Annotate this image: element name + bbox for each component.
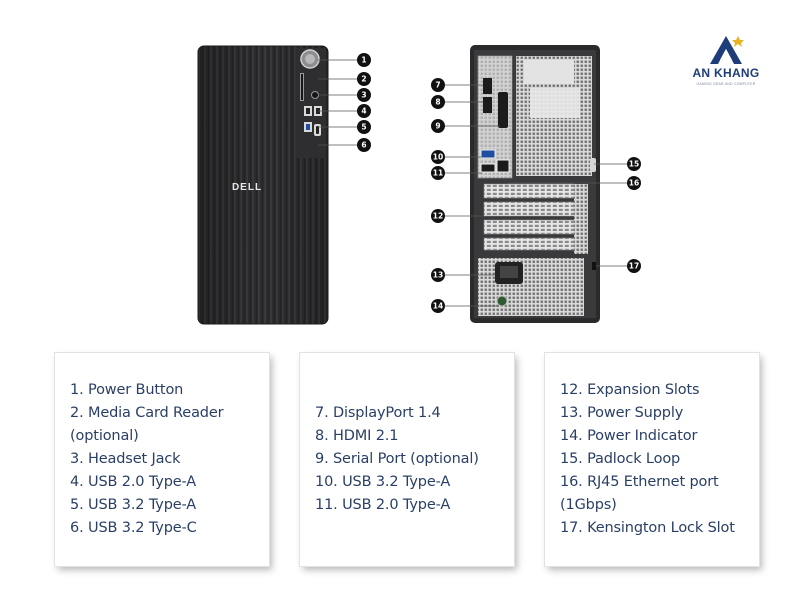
legend-card-rear-io: 7. DisplayPort 1.4 8. HDMI 2.1 9. Serial… — [300, 353, 514, 566]
headset-jack-icon — [311, 91, 319, 99]
logo-text: AN KHANG — [692, 66, 760, 80]
rj45-port-icon — [496, 159, 510, 173]
svg-text:11: 11 — [433, 169, 443, 178]
front-view: DELL — [197, 45, 329, 325]
legend-item: 12. Expansion Slots — [560, 382, 700, 398]
svg-text:6: 6 — [361, 141, 366, 150]
legend-item: 7. DisplayPort 1.4 — [315, 405, 441, 421]
legend-item: 15. Padlock Loop — [560, 451, 681, 467]
rear-usb-2 — [480, 163, 496, 173]
legend-item: 6. USB 3.2 Type-C — [70, 520, 197, 536]
legend-item: 2. Media Card Reader — [70, 405, 224, 421]
svg-text:5: 5 — [361, 123, 366, 132]
an-khang-logo: AN KHANG GAMING GEAR AND COMPUTER — [686, 32, 766, 90]
legend-item: 8. HDMI 2.1 — [315, 428, 399, 444]
marker-14: 14 — [431, 299, 445, 313]
marker-8: 8 — [431, 95, 445, 109]
marker-9: 9 — [431, 119, 445, 133]
marker-15: 15 — [627, 157, 641, 171]
marker-1: 1 — [357, 53, 371, 67]
logo-mark-icon — [710, 36, 744, 64]
kensington-slot-icon — [592, 262, 596, 270]
svg-text:8: 8 — [435, 98, 440, 107]
svg-text:4: 4 — [361, 107, 366, 116]
legend-item: 1. Power Button — [70, 382, 184, 398]
marker-13: 13 — [431, 268, 445, 282]
marker-6: 6 — [357, 138, 371, 152]
legend-item: 13. Power Supply — [560, 405, 684, 421]
legend-card-rear-other: 12. Expansion Slots 13. Power Supply 14.… — [545, 353, 759, 566]
legend-item: 3. Headset Jack — [70, 451, 181, 467]
svg-text:1: 1 — [361, 56, 366, 65]
expansion-slots — [483, 183, 588, 254]
leader-lines — [318, 59, 627, 307]
svg-text:15: 15 — [629, 160, 639, 169]
svg-text:16: 16 — [629, 179, 639, 188]
legend-item: 4. USB 2.0 Type-A — [70, 474, 197, 490]
svg-text:12: 12 — [433, 212, 443, 221]
svg-text:9: 9 — [435, 122, 440, 131]
legend-item: 14. Power Indicator — [560, 428, 698, 444]
marker-4: 4 — [357, 104, 371, 118]
legend-item: 16. RJ45 Ethernet port — [560, 474, 719, 490]
marker-5: 5 — [357, 120, 371, 134]
marker-17: 17 — [627, 259, 641, 273]
serial-port-icon — [498, 92, 508, 128]
svg-text:3: 3 — [361, 91, 366, 100]
legend-item: 11. USB 2.0 Type-A — [315, 497, 451, 513]
marker-2: 2 — [357, 72, 371, 86]
legend-item: 9. Serial Port (optional) — [315, 451, 479, 467]
legend-item: 5. USB 3.2 Type-A — [70, 497, 197, 513]
marker-3: 3 — [357, 88, 371, 102]
rear-usb-3 — [480, 149, 496, 159]
legend-item: (optional) — [70, 428, 139, 444]
rear-view — [470, 45, 600, 323]
padlock-loop-icon — [590, 158, 596, 172]
svg-text:10: 10 — [433, 153, 443, 162]
legend-item: (1Gbps) — [560, 497, 617, 513]
legend-card-front: 1. Power Button 2. Media Card Reader (op… — [55, 353, 269, 566]
marker-12: 12 — [431, 209, 445, 223]
svg-text:13: 13 — [433, 271, 443, 280]
logo-subtext: GAMING GEAR AND COMPUTER — [696, 82, 756, 86]
svg-text:17: 17 — [629, 262, 639, 271]
legend-item: 10. USB 3.2 Type-A — [315, 474, 451, 490]
svg-text:2: 2 — [361, 75, 366, 84]
svg-text:14: 14 — [433, 302, 443, 311]
marker-10: 10 — [431, 150, 445, 164]
marker-7: 7 — [431, 78, 445, 92]
marker-16: 16 — [627, 176, 641, 190]
pc-diagram: DELL — [197, 45, 641, 325]
marker-11: 11 — [431, 166, 445, 180]
power-supply — [478, 258, 584, 316]
hdmi-icon — [483, 97, 492, 113]
dell-logo: DELL — [232, 182, 262, 193]
legend-item: 17. Kensington Lock Slot — [560, 520, 735, 536]
svg-text:7: 7 — [435, 81, 440, 90]
markers: 1 2 3 4 5 6 7 8 9 10 11 12 13 14 15 16 1… — [357, 53, 641, 313]
power-indicator-icon — [496, 295, 508, 307]
displayport-icon — [483, 78, 492, 94]
